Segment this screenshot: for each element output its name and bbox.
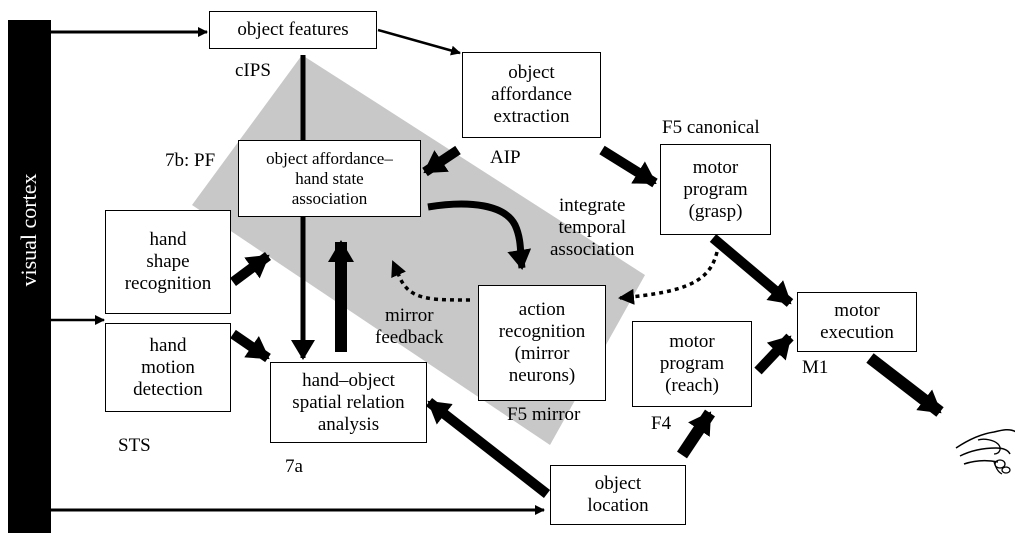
action-recognition-box: action recognition (mirror neurons)	[478, 285, 606, 401]
label-f5-mirror: F5 mirror	[507, 404, 581, 425]
visual-cortex-label: visual cortex	[16, 173, 41, 287]
arrow-grasp-to-execution	[709, 234, 794, 307]
arrow-mirror-feedback	[391, 260, 471, 302]
visual-cortex-bar	[8, 20, 51, 533]
label-7a: 7a	[285, 456, 303, 477]
label-f5-canonical: F5 canonical	[662, 117, 760, 138]
hand-motion-detection-box: hand motion detection	[105, 323, 231, 412]
arrow-extraction-to-association	[422, 145, 461, 177]
arrow-extraction-to-grasp	[599, 145, 658, 188]
grasping-hand-icon	[955, 428, 1015, 475]
label-sts: STS	[118, 435, 151, 456]
object-affordance-extraction-box: object affordance extraction	[462, 52, 601, 138]
hand-shape-recognition-box: hand shape recognition	[105, 210, 231, 314]
label-aip: AIP	[490, 147, 521, 168]
arrow-motion-to-spatial	[230, 329, 271, 363]
object-features-box: object features	[209, 11, 377, 49]
object-location-box: object location	[550, 465, 686, 525]
arrow-location-to-reach	[677, 409, 715, 459]
arrow-location-to-spatial	[425, 398, 551, 498]
arrow-shape-to-association	[230, 251, 271, 287]
label-f4: F4	[651, 413, 672, 434]
label-m1: M1	[802, 357, 829, 378]
arrow-association-to-action	[427, 200, 532, 270]
label-mirror-feedback: mirror feedback	[375, 305, 444, 348]
arrow-grasp-to-action	[618, 251, 719, 305]
label-integrate-temporal-association: integrate temporal association	[550, 195, 635, 260]
label-cips: cIPS	[235, 60, 271, 81]
motor-program-grasp-box: motor program (grasp)	[660, 144, 771, 235]
arrow-reach-to-execution	[754, 333, 794, 375]
arrow-features-to-extraction	[377, 28, 461, 56]
motor-execution-box: motor execution	[797, 292, 917, 352]
motor-program-reach-box: motor program (reach)	[632, 321, 752, 407]
arrow-execution-to-hand	[866, 353, 944, 417]
spatial-relation-analysis-box: hand–object spatial relation analysis	[270, 362, 427, 443]
label-7b-pf: 7b: PF	[165, 150, 216, 171]
affordance-hand-state-box: object affordance– hand state associatio…	[238, 140, 421, 217]
